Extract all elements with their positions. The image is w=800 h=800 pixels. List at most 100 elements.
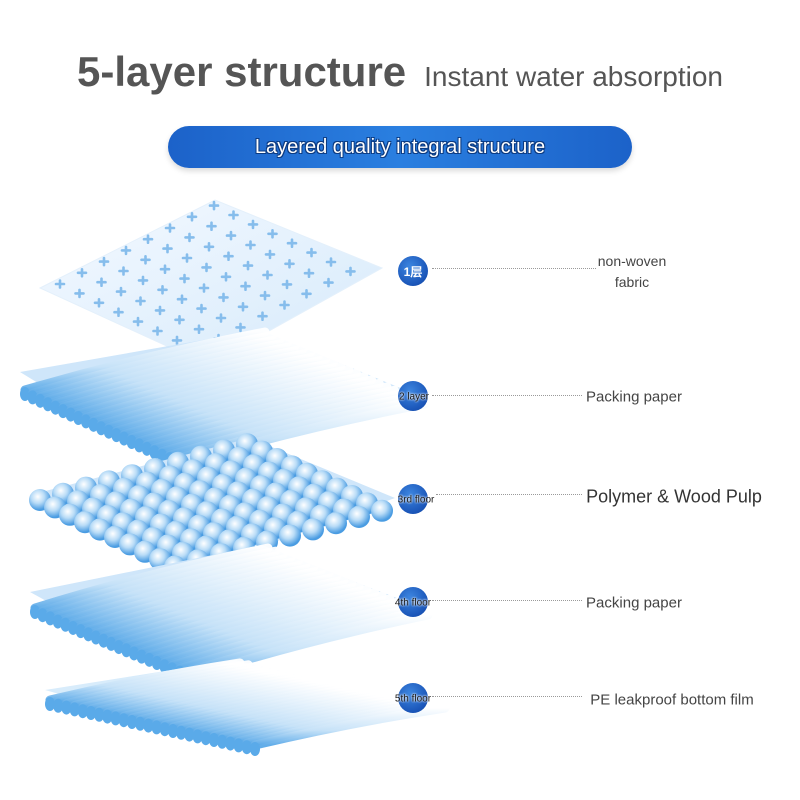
- sheet-cross: [245, 240, 256, 250]
- page-title: 5-layer structure: [77, 48, 407, 95]
- sheet-cross: [132, 316, 144, 327]
- sheet-cross: [93, 298, 105, 308]
- sheet-cross: [306, 247, 317, 258]
- tube-ridge: [45, 549, 288, 619]
- tube-ridge: [150, 385, 400, 453]
- tube-end: [209, 733, 219, 747]
- sheet-cross: [206, 221, 217, 231]
- layer-1-leader: [432, 268, 596, 269]
- layer-2-label: Packing paper: [586, 388, 682, 406]
- layer-2-leader: [432, 395, 582, 396]
- tube-ridge: [60, 556, 303, 626]
- sheet-cross: [196, 303, 207, 314]
- tube-ridge: [142, 382, 392, 450]
- tube-end: [176, 725, 187, 740]
- tube-end: [144, 652, 155, 667]
- sheet-cross: [179, 273, 190, 284]
- tube-ridge: [83, 565, 326, 635]
- layer-4-tubes: [30, 543, 433, 686]
- structure-banner: Layered quality integral structure: [168, 126, 632, 168]
- sheet-cross: [98, 256, 110, 267]
- sheet-cross: [242, 260, 254, 271]
- sheet-cross: [284, 259, 295, 269]
- tube-end: [200, 731, 211, 746]
- tube-ridge: [81, 354, 331, 422]
- sheet-cross: [184, 232, 195, 243]
- sheet-cross: [223, 251, 234, 261]
- tube-end: [98, 633, 109, 648]
- sheet-cross: [135, 296, 146, 306]
- sheet-cross: [115, 286, 127, 297]
- tube-ridge: [43, 337, 293, 405]
- sheet-cross: [76, 268, 88, 278]
- tube-end: [42, 397, 53, 412]
- tube-end: [80, 414, 91, 429]
- tube-ridge: [58, 344, 308, 412]
- sheet-cross: [218, 292, 229, 303]
- polymer-bead: [302, 518, 324, 541]
- tube-end: [250, 742, 260, 756]
- layer-2-tubes: [20, 327, 430, 473]
- tube-end: [52, 614, 63, 629]
- tube-end: [136, 649, 147, 664]
- tube-end: [53, 698, 64, 713]
- page-subtitle: Instant water absorption: [424, 61, 723, 92]
- sheet-cross: [171, 335, 183, 346]
- tube-end: [45, 697, 55, 711]
- tube-end: [102, 709, 113, 724]
- tube-end: [103, 424, 114, 439]
- tube-end: [110, 711, 121, 726]
- tube-ridge: [35, 334, 285, 402]
- tube-end: [65, 407, 76, 422]
- tube-ridge: [30, 543, 273, 613]
- layer-4-leader: [432, 600, 582, 601]
- tube-end: [20, 387, 30, 401]
- tube-end: [151, 720, 162, 735]
- sheet-cross: [54, 279, 66, 289]
- layer-5-film: [45, 658, 450, 756]
- tube-ridge: [53, 553, 296, 623]
- sheet-cross: [303, 268, 315, 278]
- layer-4-badge-text: 4th floor: [394, 597, 432, 609]
- tube-end: [141, 441, 152, 456]
- tube-ridge: [167, 600, 410, 670]
- tube-ridge: [38, 546, 281, 616]
- layer-3-badge: [398, 484, 428, 514]
- sheet-cross: [262, 270, 273, 280]
- sheet-cross: [193, 324, 205, 334]
- sheet-cross: [142, 234, 154, 244]
- layer-1-label: non-woven fabric: [597, 253, 667, 290]
- tube-ridge: [73, 351, 323, 419]
- sheet-cross: [267, 229, 278, 239]
- tube-end: [151, 656, 162, 671]
- tube-end: [184, 727, 195, 742]
- tube-end: [90, 630, 101, 645]
- tube-ridge: [106, 575, 349, 645]
- sheet-cross: [154, 305, 166, 316]
- sheet-cross: [186, 212, 198, 222]
- tube-ridge: [129, 584, 372, 654]
- tube-ridge: [76, 562, 319, 632]
- tube-ridge: [157, 389, 407, 457]
- tube-end: [119, 431, 130, 446]
- tube-ridge: [89, 358, 339, 426]
- layer-4-badge: [398, 587, 428, 617]
- tube-end: [37, 608, 48, 623]
- tube-end: [129, 646, 140, 661]
- sheet-pattern: [54, 200, 356, 355]
- sheet-cross: [281, 279, 293, 290]
- tube-end: [73, 411, 84, 425]
- tube-end: [113, 640, 124, 655]
- sheet-cross: [228, 210, 239, 220]
- tube-ridge: [99, 572, 342, 642]
- tube-end: [35, 393, 46, 408]
- tube-end: [135, 716, 146, 731]
- layer-2-badge: [398, 381, 428, 411]
- tube-end: [88, 417, 99, 432]
- layer-3-label: Polymer & Wood Pulp: [586, 486, 762, 507]
- sheet-cross: [235, 322, 246, 333]
- tube-ridge: [91, 569, 334, 639]
- tube-end: [50, 400, 61, 415]
- tube-end: [159, 659, 170, 674]
- tube-ridge: [127, 375, 377, 443]
